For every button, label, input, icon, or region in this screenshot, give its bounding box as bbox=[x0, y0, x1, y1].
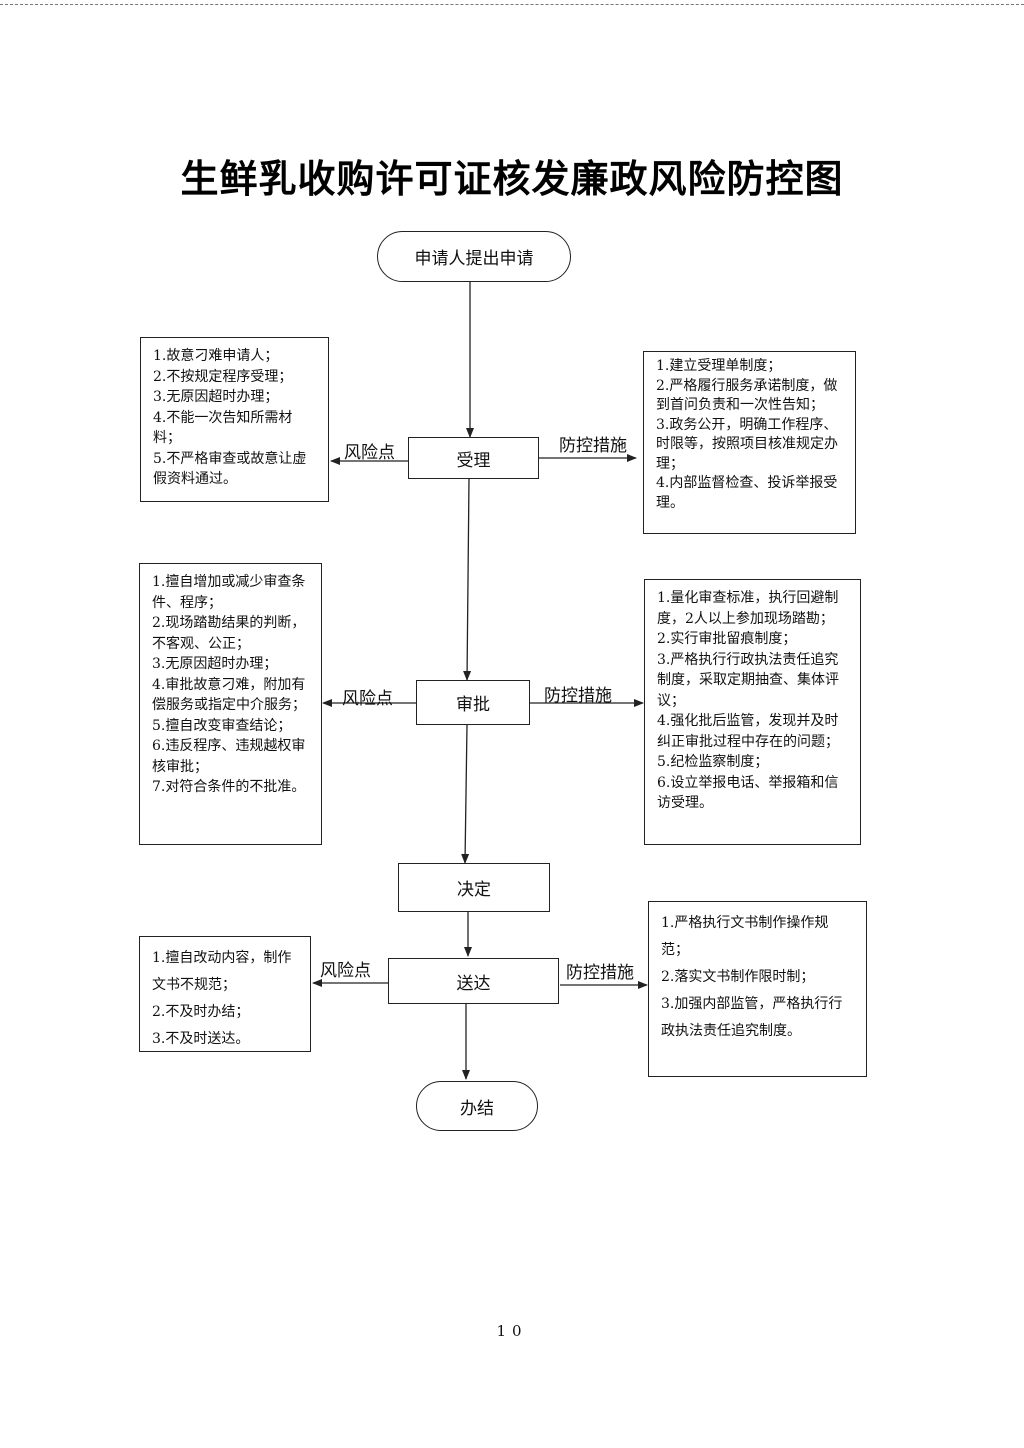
list-item: 1.擅自增加或减少审查条件、程序； bbox=[152, 574, 306, 611]
accept-control-box: 1.建立受理单制度； 2.严格履行服务承诺制度，做到首问负责和一次性告知； 3.… bbox=[643, 351, 856, 534]
list-item: 4.强化批后监管，发现并及时纠正审批过程中存在的问题； bbox=[657, 713, 839, 750]
list-item: 3.加强内部监管，严格执行行政执法责任追究制度。 bbox=[661, 996, 843, 1039]
list-item: 2.不按规定程序受理； bbox=[153, 368, 293, 385]
list-item: 1.擅自改动内容，制作文书不规范； bbox=[152, 950, 292, 993]
list-item: 2.不及时办结； bbox=[152, 1004, 250, 1020]
arrow-approve-to-decide bbox=[461, 724, 470, 864]
deliver-risk-label: 风险点 bbox=[320, 961, 371, 981]
list-item: 7.对符合条件的不批准。 bbox=[152, 779, 306, 795]
list-item: 5.不严格审查或故意让虚假资料通过。 bbox=[153, 450, 307, 488]
list-item: 1.量化审查标准，执行回避制度，2人以上参加现场踏勘； bbox=[657, 590, 839, 627]
approve-control-label: 防控措施 bbox=[544, 686, 612, 706]
list-item: 3.政务公开，明确工作程序、时限等，按照项目核准规定办理； bbox=[656, 416, 838, 472]
accept-node: 受理 bbox=[408, 437, 539, 479]
approve-risk-box: 1.擅自增加或减少审查条件、程序； 2.现场踏勘结果的判断，不客观、公正； 3.… bbox=[139, 563, 322, 845]
decide-node: 决定 bbox=[398, 863, 550, 912]
list-item: 3.严格执行行政执法责任追究制度，采取定期抽查、集体评议； bbox=[657, 651, 839, 709]
accept-control-label: 防控措施 bbox=[559, 436, 627, 456]
deliver-risk-box: 1.擅自改动内容，制作文书不规范； 2.不及时办结； 3.不及时送达。 bbox=[139, 936, 311, 1052]
page-number: 10 bbox=[496, 1322, 528, 1340]
approve-risk-label: 风险点 bbox=[342, 689, 393, 709]
list-item: 6.设立举报电话、举报箱和信访受理。 bbox=[657, 774, 839, 812]
arrow-accept-to-approve bbox=[463, 478, 472, 681]
list-item: 1.严格执行文书制作操作规范； bbox=[661, 915, 829, 958]
list-item: 3.无原因超时办理； bbox=[152, 656, 278, 672]
list-item: 4.内部监督检查、投诉举报受理。 bbox=[656, 475, 838, 511]
list-item: 2.现场踏勘结果的判断，不客观、公正； bbox=[152, 615, 306, 652]
approve-node: 审批 bbox=[416, 680, 530, 725]
approve-control-box: 1.量化审查标准，执行回避制度，2人以上参加现场踏勘； 2.实行审批留痕制度； … bbox=[644, 579, 861, 845]
list-item: 1.建立受理单制度； bbox=[656, 358, 782, 374]
start-node: 申请人提出申请 bbox=[377, 231, 571, 282]
list-item: 1.故意刁难申请人； bbox=[153, 348, 279, 364]
list-item: 6.违反程序、违规越权审核审批； bbox=[152, 738, 306, 775]
list-item: 2.落实文书制作限时制； bbox=[661, 969, 815, 985]
accept-risk-label: 风险点 bbox=[344, 443, 395, 463]
list-item: 2.严格履行服务承诺制度，做到首问负责和一次性告知； bbox=[656, 377, 838, 414]
end-node: 办结 bbox=[416, 1081, 538, 1131]
deliver-control-label: 防控措施 bbox=[566, 963, 634, 983]
deliver-node: 送达 bbox=[388, 958, 559, 1004]
list-item: 4.审批故意刁难，附加有偿服务或指定中介服务； bbox=[152, 676, 306, 714]
accept-risk-box: 1.故意刁难申请人； 2.不按规定程序受理； 3.无原因超时办理； 4.不能一次… bbox=[140, 337, 329, 502]
list-item: 3.不及时送达。 bbox=[152, 1031, 250, 1047]
page-top-border bbox=[0, 0, 1024, 5]
deliver-control-box: 1.严格执行文书制作操作规范； 2.落实文书制作限时制； 3.加强内部监管，严格… bbox=[648, 901, 867, 1077]
list-item: 4.不能一次告知所需材料； bbox=[153, 409, 293, 447]
list-item: 5.纪检监察制度； bbox=[657, 754, 769, 770]
page-title: 生鲜乳收购许可证核发廉政风险防控图 bbox=[180, 157, 844, 201]
list-item: 2.实行审批留痕制度； bbox=[657, 631, 797, 647]
list-item: 3.无原因超时办理； bbox=[153, 389, 279, 405]
list-item: 5.擅自改变审查结论； bbox=[152, 717, 292, 734]
